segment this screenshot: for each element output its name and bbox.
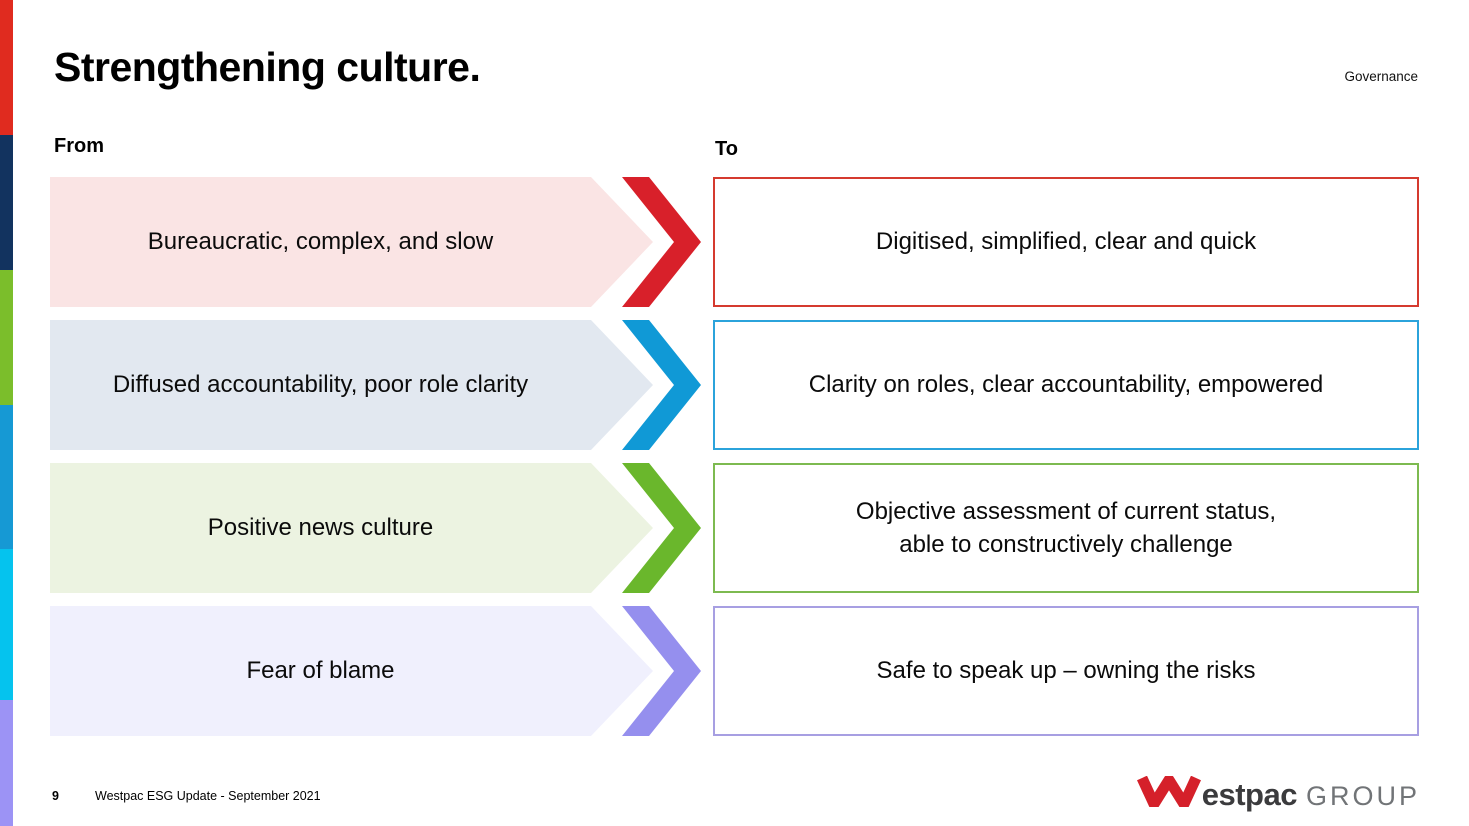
- to-box: Clarity on roles, clear accountability, …: [713, 320, 1419, 450]
- chevron-right-icon: [622, 606, 701, 736]
- to-box-label: Objective assessment of current status, …: [855, 497, 1277, 558]
- edge-stripe-segment: [0, 549, 13, 700]
- from-arrow: Bureaucratic, complex, and slow: [50, 177, 653, 307]
- from-arrow-label: Fear of blame: [246, 657, 395, 684]
- page-number: 9: [52, 789, 59, 803]
- culture-row: Positive news culture Objective assessme…: [0, 463, 1469, 593]
- to-box-label: Digitised, simplified, clear and quick: [875, 228, 1257, 256]
- edge-stripe-segment: [0, 270, 13, 405]
- westpac-group-logo: estpac GROUP: [1136, 776, 1420, 812]
- to-box: Safe to speak up – owning the risks: [713, 606, 1419, 736]
- to-box-label: Clarity on roles, clear accountability, …: [808, 371, 1324, 399]
- from-arrow-label: Diffused accountability, poor role clari…: [112, 371, 529, 398]
- chevron-right-icon: [622, 320, 701, 450]
- page-title: Strengthening culture.: [54, 44, 481, 90]
- to-box-label: Safe to speak up – owning the risks: [876, 657, 1256, 685]
- edge-stripe: [0, 0, 13, 826]
- from-arrow-label: Bureaucratic, complex, and slow: [147, 228, 494, 255]
- edge-stripe-segment: [0, 0, 13, 135]
- logo-wordmark: estpac: [1201, 776, 1298, 812]
- edge-stripe-segment: [0, 700, 13, 826]
- edge-stripe-segment: [0, 135, 13, 270]
- from-arrow: Diffused accountability, poor role clari…: [50, 320, 653, 450]
- logo-suffix: GROUP: [1305, 780, 1420, 811]
- from-arrow: Positive news culture: [50, 463, 653, 593]
- westpac-w-icon: [1136, 776, 1201, 807]
- to-box: Digitised, simplified, clear and quick: [713, 177, 1419, 307]
- chevron-right-icon: [622, 177, 701, 307]
- culture-row: Bureaucratic, complex, and slow Digitise…: [0, 177, 1469, 307]
- section-tag: Governance: [1344, 69, 1418, 84]
- column-header-from: From: [54, 135, 104, 157]
- column-header-to: To: [715, 138, 738, 160]
- chevron-right-icon: [622, 463, 701, 593]
- edge-stripe-segment: [0, 405, 13, 549]
- from-arrow-label: Positive news culture: [207, 514, 434, 541]
- from-arrow: Fear of blame: [50, 606, 653, 736]
- culture-row: Fear of blame Safe to speak up – owning …: [0, 606, 1469, 736]
- culture-row: Diffused accountability, poor role clari…: [0, 320, 1469, 450]
- footer-text: Westpac ESG Update - September 2021: [95, 789, 321, 803]
- to-box: Objective assessment of current status, …: [713, 463, 1419, 593]
